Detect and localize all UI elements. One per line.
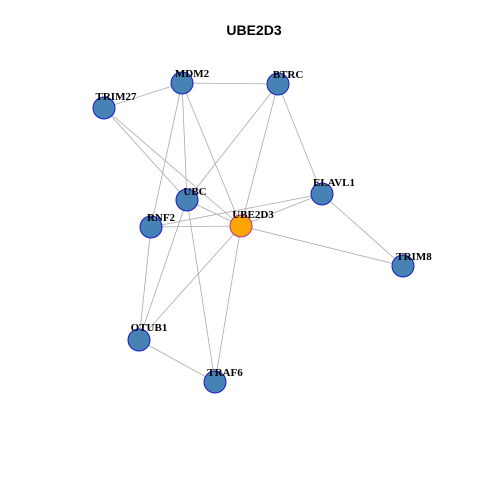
node-label-ube2d3: UBE2D3 [232, 209, 274, 221]
node-trim8[interactable] [391, 254, 415, 278]
node-otub1[interactable] [127, 328, 151, 352]
node-label-rnf2: RNF2 [147, 212, 176, 224]
node-traf6[interactable] [203, 370, 227, 394]
node-label-elavl1: ELAVL1 [313, 177, 355, 189]
node-ubc[interactable] [175, 188, 199, 212]
edge-rnf2-ube2d3 [150, 225, 242, 228]
node-label-mdm2: MDM2 [175, 68, 210, 80]
edge-ube2d3-traf6 [214, 225, 242, 383]
node-label-trim27: TRIM27 [96, 91, 137, 103]
node-label-trim8: TRIM8 [396, 251, 432, 263]
node-mdm2[interactable] [170, 71, 194, 95]
edge-rnf2-otub1 [138, 226, 152, 341]
edge-ubc-traf6 [186, 199, 216, 383]
node-rnf2[interactable] [139, 215, 163, 239]
node-label-btrc: BTRC [273, 69, 304, 81]
edge-ube2d3-trim8 [240, 225, 404, 267]
node-trim27[interactable] [92, 96, 116, 120]
edge-elavl1-trim8 [321, 193, 404, 267]
edge-ube2d3-otub1 [138, 225, 242, 341]
diagram-title: UBE2D3 [226, 22, 281, 38]
edge-mdm2-rnf2 [150, 82, 183, 228]
edge-elavl1-rnf2 [150, 193, 323, 228]
edges-layer [103, 82, 404, 383]
node-label-traf6: TRAF6 [207, 367, 243, 379]
edge-otub1-traf6 [138, 339, 216, 383]
edge-mdm2-trim27 [103, 82, 183, 109]
edge-btrc-ube2d3 [240, 83, 279, 227]
edge-mdm2-btrc [181, 82, 279, 85]
edge-elavl1-ube2d3 [240, 193, 323, 227]
edge-mdm2-ube2d3 [181, 82, 242, 227]
edge-mdm2-ubc [181, 82, 188, 201]
edge-btrc-ubc [186, 83, 279, 201]
node-label-otub1: OTUB1 [131, 322, 168, 334]
node-ube2d3[interactable] [229, 214, 253, 238]
edge-ubc-otub1 [138, 199, 188, 341]
nodes-layer [92, 71, 415, 394]
edge-btrc-elavl1 [277, 83, 323, 195]
node-label-ubc: UBC [183, 186, 206, 198]
node-elavl1[interactable] [310, 182, 334, 206]
node-btrc[interactable] [266, 72, 290, 96]
edge-trim27-ubc [103, 107, 188, 201]
edge-trim27-ube2d3 [103, 107, 242, 227]
